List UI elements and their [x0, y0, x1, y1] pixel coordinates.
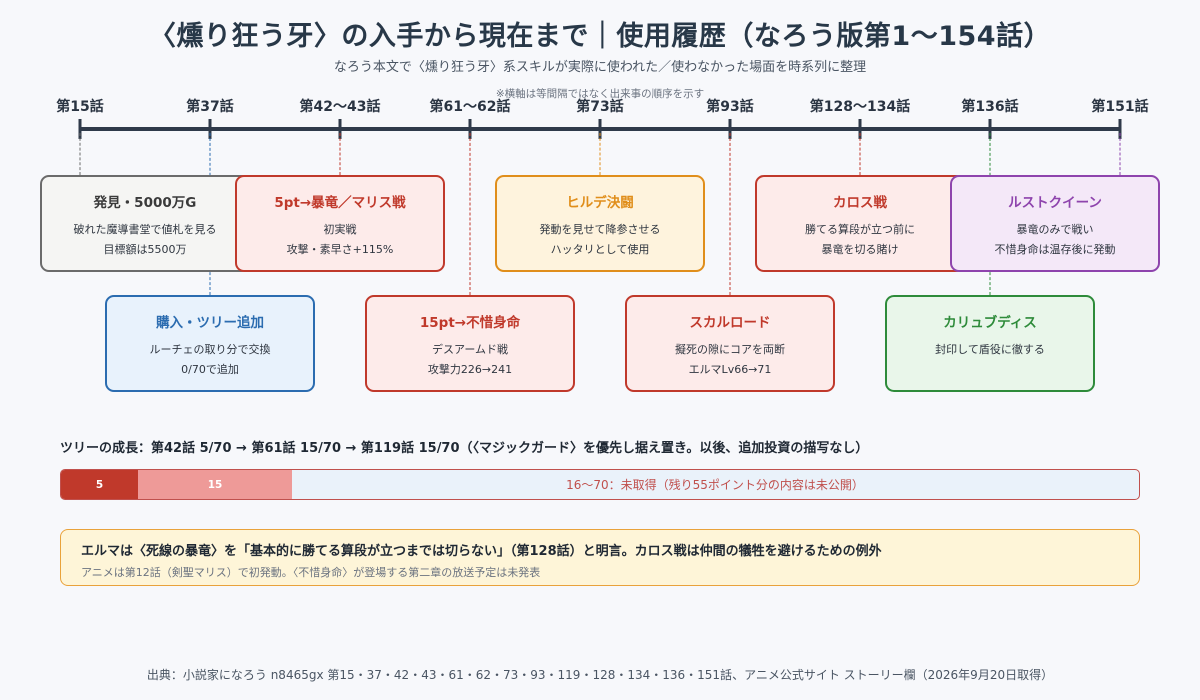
connector-ep73	[599, 133, 601, 175]
progress-remaining: 16〜70：未取得（残り55ポイント分の内容は未公開）	[292, 470, 1138, 499]
connector-ep151	[1119, 133, 1121, 175]
event-line: 攻撃・素早さ+115%	[286, 243, 394, 256]
event-card-skull-lord: スカルロード 擬死の隙にコアを両断 エルマLv66→71	[625, 295, 835, 392]
event-card-hilde-duel: ヒルデ決闘 発動を見せて降参させる ハッタリとして使用	[495, 175, 705, 272]
event-card-first-battle: 5pt→暴竜／マリス戦 初実戦 攻撃・素早さ+115%	[235, 175, 445, 272]
timeline-tick	[1118, 119, 1122, 139]
event-line: 擬死の隙にコアを両断	[675, 343, 785, 356]
event-title: ルストクイーン	[1008, 195, 1102, 211]
source-citation: 出典：小説家になろう n8465gx 第15・37・42・43・61・62・73…	[146, 668, 1054, 682]
timeline-label-ep61-62: 第61〜62話	[429, 99, 511, 115]
event-line: 不惜身命は温存後に発動	[994, 243, 1116, 256]
event-title: カリュブディス	[943, 315, 1037, 331]
progress-remaining-label: 16〜70：未取得（残り55ポイント分の内容は未公開）	[566, 478, 864, 492]
event-line: 勝てる算段が立つ前に	[805, 223, 915, 236]
timeline-label-ep128-134: 第128〜134話	[809, 99, 911, 115]
event-line: 初実戦	[323, 223, 357, 236]
event-line: 0/70で追加	[181, 363, 239, 376]
event-line: ハッタリとして使用	[550, 243, 650, 256]
axis-note: ※横軸は等間隔ではなく出来事の順序を示す	[495, 88, 705, 100]
event-card-charybdis: カリュブディス 封印して盾役に徹する	[885, 295, 1095, 392]
event-line: 暴竜を切る賭け	[821, 243, 899, 256]
event-card-discovery: 発見・5000万G 破れた魔導書堂で値札を見る 目標額は5500万	[40, 175, 250, 272]
event-line: 暴竜のみで戦い	[1016, 223, 1094, 236]
timeline-label-ep73: 第73話	[576, 99, 624, 115]
timeline-tick	[598, 119, 602, 139]
timeline-label-ep136: 第136話	[961, 99, 1019, 115]
event-line: 目標額は5500万	[103, 243, 187, 256]
event-line: ルーチェの取り分で交換	[149, 343, 271, 356]
event-card-purchase: 購入・ツリー追加 ルーチェの取り分で交換 0/70で追加	[105, 295, 315, 392]
skill-tree-progress-bar: 15 5 16〜70：未取得（残り55ポイント分の内容は未公開）	[60, 469, 1140, 500]
tree-growth-summary: ツリーの成長：第42話 5/70 → 第61話 15/70 → 第119話 15…	[60, 441, 869, 456]
event-line: 発動を見せて降参させる	[539, 223, 661, 236]
event-title: ヒルデ決闘	[566, 195, 634, 211]
timeline-label-ep93: 第93話	[706, 99, 754, 115]
event-title: 15pt→不惜身命	[419, 315, 521, 331]
event-line: 封印して盾役に徹する	[935, 343, 1045, 356]
callout-box: エルマは〈死線の暴竜〉を「基本的に勝てる算段が立つまでは切らない」（第128話）…	[60, 529, 1140, 586]
timeline-label-ep15: 第15話	[56, 99, 104, 115]
event-line: 攻撃力226→241	[427, 363, 513, 376]
event-title: 発見・5000万G	[93, 195, 197, 211]
event-card-fushaku-shinmei: 15pt→不惜身命 デスアームド戦 攻撃力226→241	[365, 295, 575, 392]
progress-segment-5: 5	[61, 470, 138, 499]
page-subtitle: なろう本文で〈燻り狂う牙〉系スキルが実際に使われた／使わなかった場面を時系列に整…	[333, 60, 867, 75]
event-line: デスアームド戦	[431, 343, 508, 356]
timeline-tick	[728, 119, 732, 139]
timeline-tick	[78, 119, 82, 139]
connector-ep93	[729, 133, 731, 295]
event-title: 購入・ツリー追加	[156, 315, 264, 331]
event-line: 破れた魔導書堂で値札を見る	[73, 223, 217, 236]
event-card-karos-battle: カロス戦 勝てる算段が立つ前に 暴竜を切る賭け	[755, 175, 965, 272]
timeline-tick	[858, 119, 862, 139]
event-title: 5pt→暴竜／マリス戦	[274, 195, 406, 211]
timeline-label-ep42-43: 第42〜43話	[299, 99, 381, 115]
timeline-tick	[208, 119, 212, 139]
event-line: エルマLv66→71	[688, 363, 772, 376]
connector-ep42	[339, 133, 341, 175]
page-title: 〈燻り狂う牙〉の入手から現在まで｜使用履歴（なろう版第1〜154話）	[148, 21, 1052, 52]
timeline-tick	[338, 119, 342, 139]
event-title: スカルロード	[689, 315, 771, 331]
progress-segment-label: 5	[95, 478, 104, 491]
callout-main-text: エルマは〈死線の暴竜〉を「基本的に勝てる算段が立つまでは切らない」（第128話）…	[81, 544, 882, 559]
progress-segment-label: 15	[207, 478, 223, 491]
progress-segment-15: 15	[138, 470, 292, 499]
connector-ep61	[469, 133, 471, 295]
callout-sub-text: アニメは第12話（剣聖マリス）で初発動。〈不惜身命〉が登場する第二章の放送予定は…	[81, 566, 541, 579]
timeline-label-ep37: 第37話	[186, 99, 234, 115]
timeline-label-ep151: 第151話	[1091, 99, 1149, 115]
timeline-tick	[468, 119, 472, 139]
event-title: カロス戦	[833, 195, 887, 211]
connector-ep15	[79, 133, 81, 175]
event-card-rust-queen: ルストクイーン 暴竜のみで戦い 不惜身命は温存後に発動	[950, 175, 1160, 272]
connector-ep128	[859, 133, 861, 175]
timeline-tick	[988, 119, 992, 139]
